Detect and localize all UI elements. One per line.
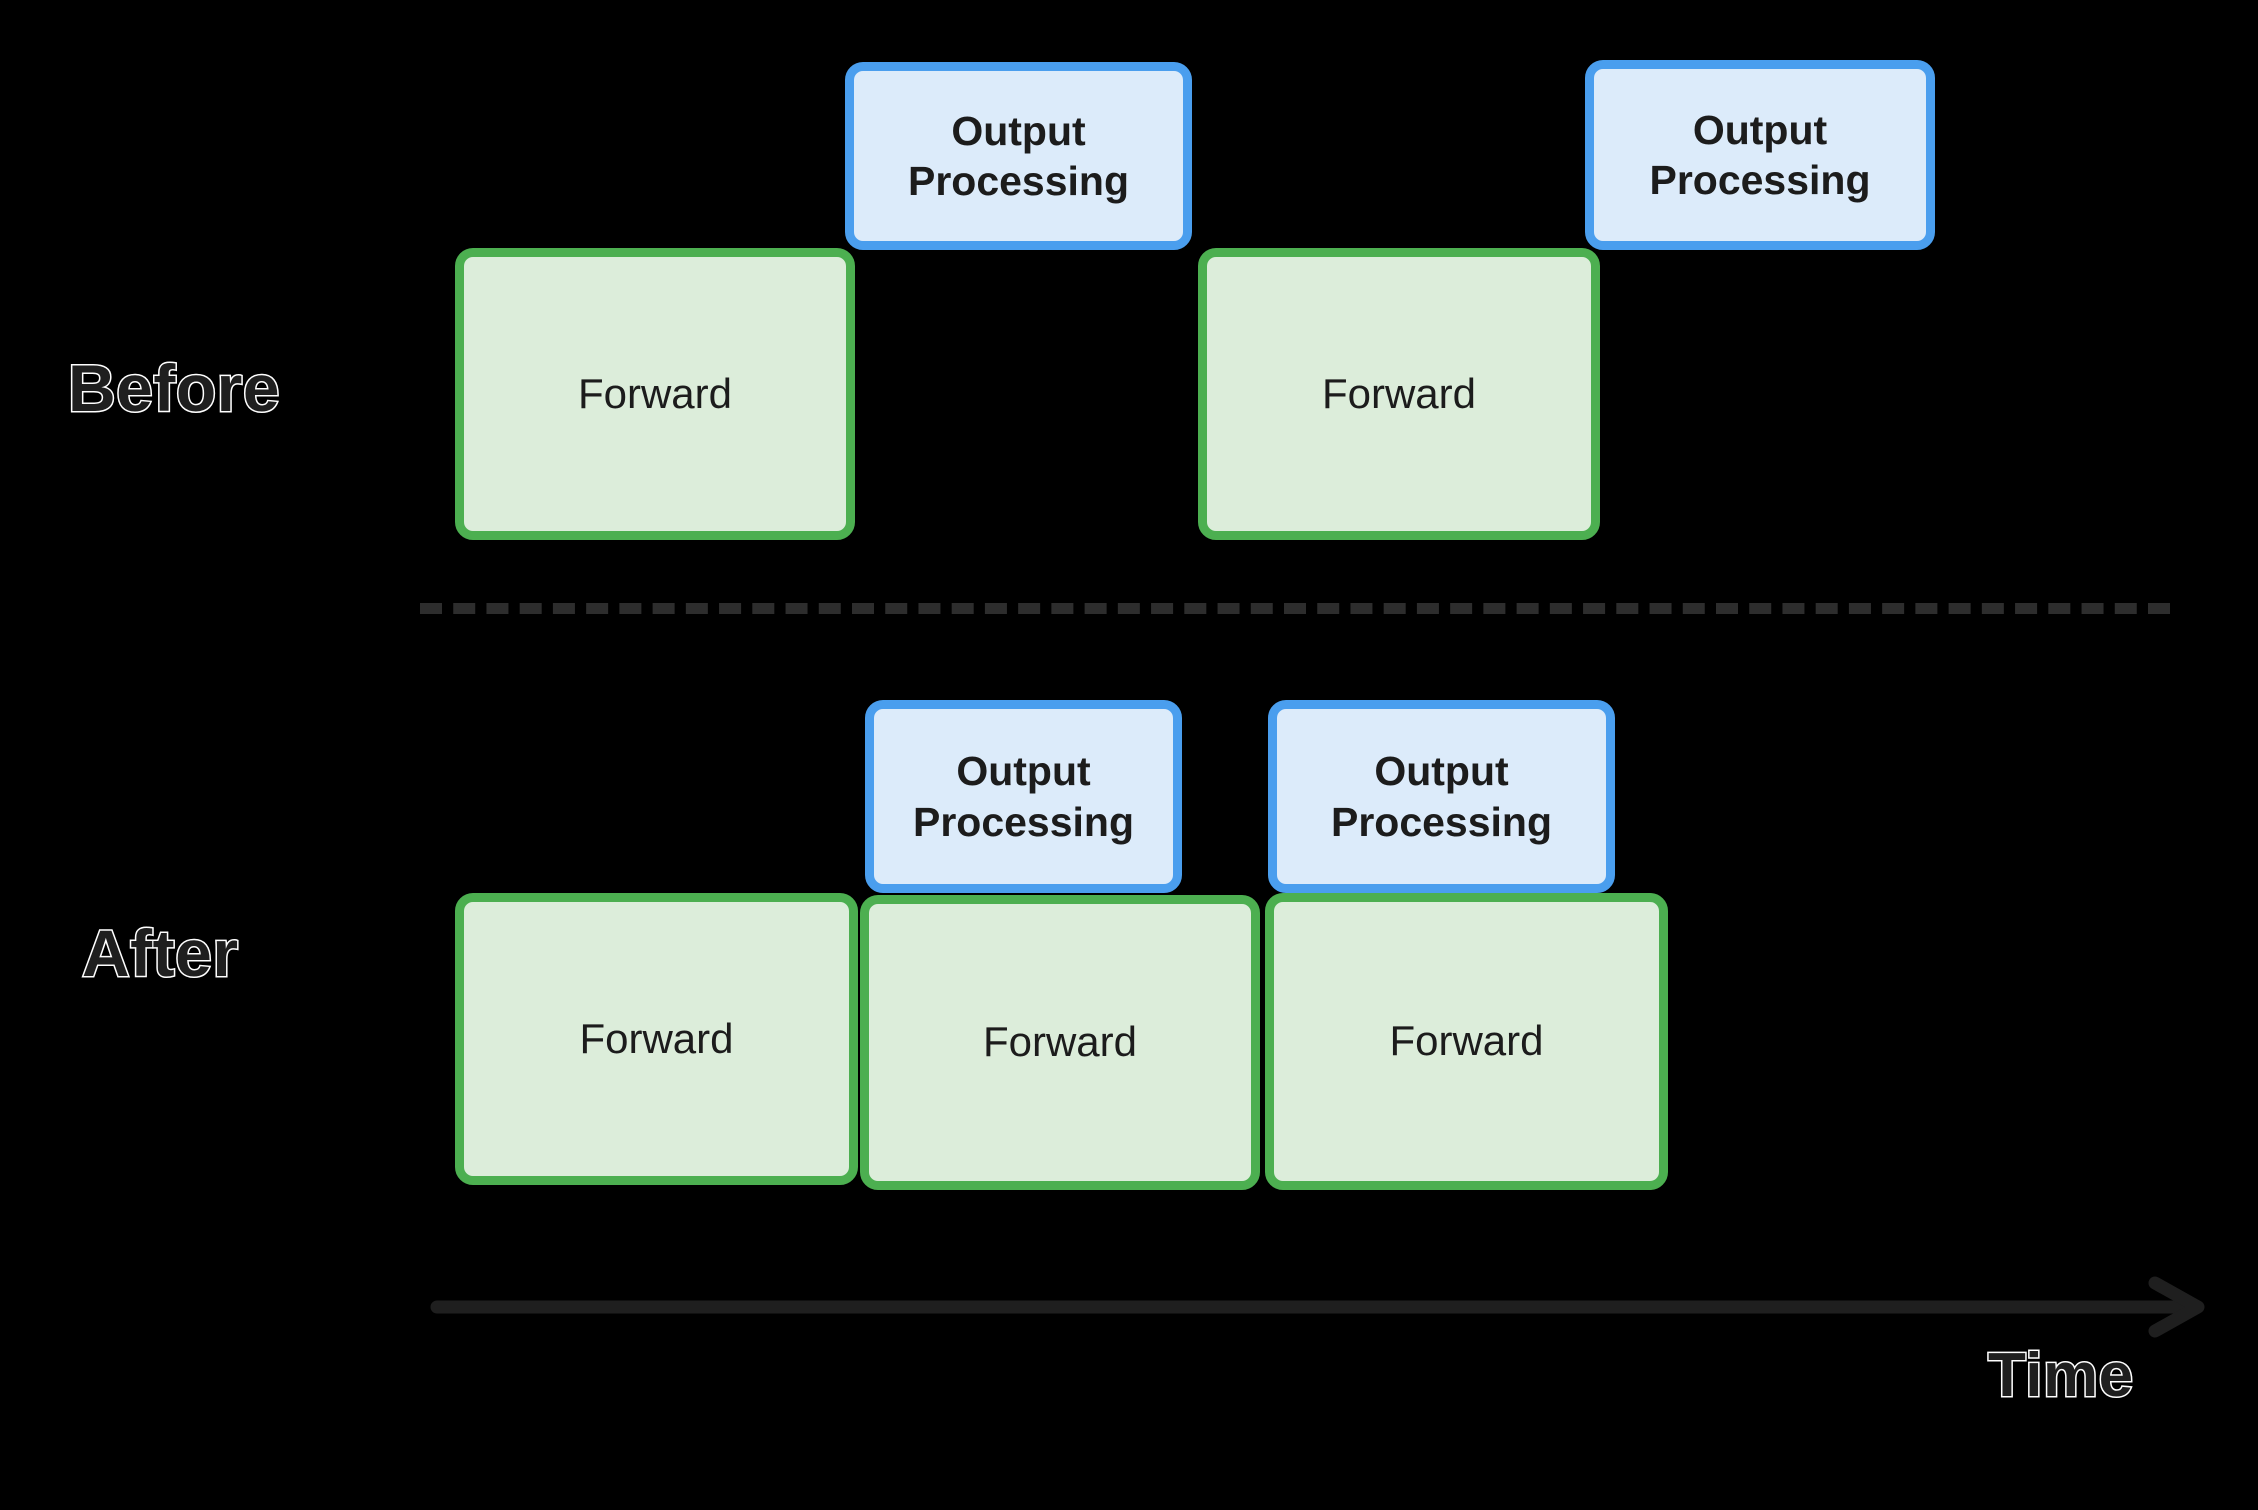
- section-divider: [420, 603, 2170, 614]
- row-label-after: After: [81, 916, 240, 990]
- before-forward-block-2: Forward: [1198, 248, 1600, 540]
- row-label-before: Before: [66, 351, 281, 425]
- block-label: Forward: [1389, 1017, 1544, 1065]
- after-output-processing-block-2: Output Processing: [1268, 700, 1615, 893]
- time-axis-arrow-icon: [430, 1276, 2205, 1338]
- after-output-processing-block-1: Output Processing: [865, 700, 1182, 893]
- block-label: Output Processing: [912, 748, 1135, 845]
- after-forward-block-3: Forward: [1265, 893, 1668, 1190]
- block-label: Output Processing: [1649, 106, 1871, 203]
- block-label: Forward: [577, 369, 733, 417]
- after-forward-block-1: Forward: [455, 893, 858, 1185]
- block-label: Forward: [982, 1018, 1138, 1066]
- block-label: Forward: [1321, 369, 1477, 417]
- block-label: Output Processing: [907, 107, 1130, 204]
- block-label: Forward: [579, 1014, 734, 1062]
- before-output-processing-block-1: Output Processing: [845, 62, 1192, 250]
- before-output-processing-block-2: Output Processing: [1585, 60, 1935, 250]
- time-axis-label: Time: [1987, 1341, 2135, 1410]
- before-forward-block-1: Forward: [455, 248, 855, 540]
- block-label: Output Processing: [1330, 748, 1553, 845]
- after-forward-block-2: Forward: [860, 895, 1260, 1190]
